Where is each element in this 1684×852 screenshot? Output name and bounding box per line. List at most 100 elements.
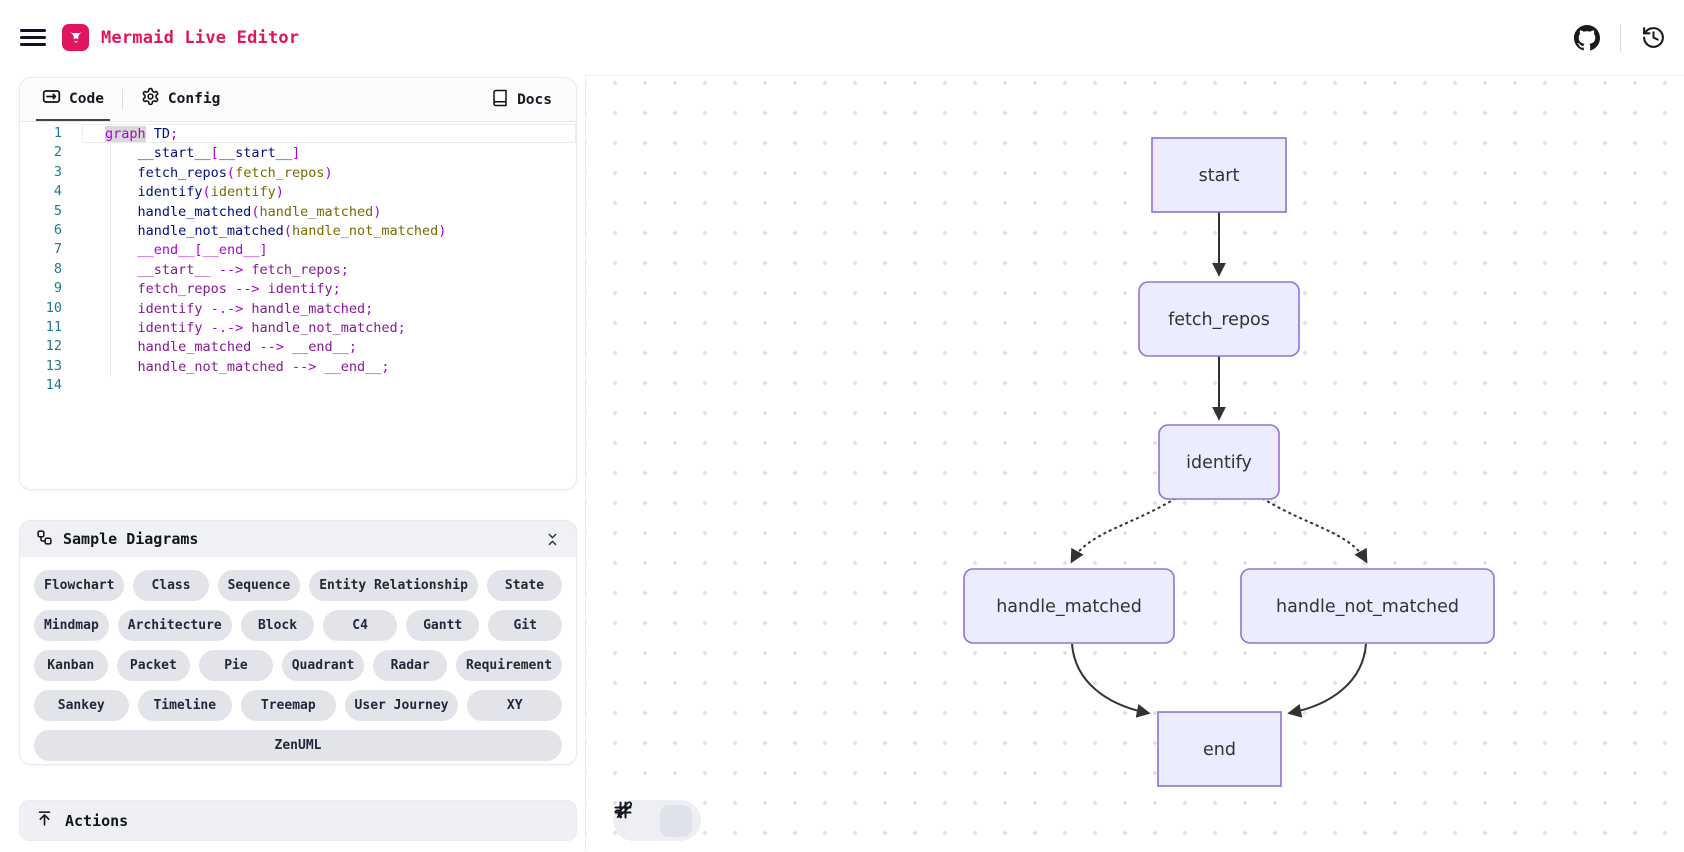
- line-number: 11: [45, 318, 62, 335]
- tab-config[interactable]: Config: [135, 78, 226, 121]
- tab-code[interactable]: Code: [36, 78, 110, 121]
- menu-icon[interactable]: [18, 25, 48, 51]
- sample-class[interactable]: Class: [133, 570, 209, 601]
- line-number: 6: [53, 221, 62, 238]
- docs-button[interactable]: Docs: [485, 78, 558, 121]
- sample-radar[interactable]: Radar: [373, 650, 447, 681]
- code-line[interactable]: 2 __start__[__start__]: [20, 143, 576, 162]
- code-panel: Code Config: [19, 77, 577, 490]
- code-line[interactable]: 14: [20, 376, 576, 395]
- line-number: 2: [53, 144, 62, 161]
- actions-bar[interactable]: Actions: [19, 800, 577, 841]
- history-icon[interactable]: [1637, 21, 1670, 54]
- sample-treemap[interactable]: Treemap: [241, 690, 336, 721]
- sample-diagrams-panel: Sample Diagrams Flowchart Class Sequence En…: [19, 520, 577, 765]
- line-number: 1: [53, 125, 62, 141]
- svg-text:identify: identify: [1186, 453, 1252, 473]
- svg-text:start: start: [1199, 166, 1240, 186]
- sample-xy[interactable]: XY: [467, 690, 562, 721]
- workflow-icon: [36, 529, 53, 550]
- sample-block[interactable]: Block: [240, 610, 315, 641]
- sample-diagrams-header: Sample Diagrams: [20, 521, 576, 557]
- line-number: 7: [53, 241, 62, 258]
- sample-architecture[interactable]: Architecture: [117, 610, 232, 641]
- gear-icon: [141, 87, 160, 110]
- sample-zenuml[interactable]: ZenUML: [34, 730, 562, 761]
- code-line[interactable]: 6 handle_not_matched(handle_not_matched): [20, 221, 576, 240]
- sample-kanban[interactable]: Kanban: [34, 650, 108, 681]
- tab-code-label: Code: [69, 90, 104, 107]
- mermaid-logo: [62, 24, 89, 51]
- diagram-pane: start fetch_repos identify handle_matched ha…: [585, 75, 1684, 851]
- editor-tabbar: Code Config: [20, 78, 576, 122]
- tab-config-label: Config: [167, 90, 221, 107]
- edge-handle_not_matched-to-end: [1287, 643, 1367, 718]
- sample-requirement[interactable]: Requirement: [455, 650, 563, 681]
- code-icon: [42, 87, 61, 110]
- sidebar: Code Config: [19, 77, 577, 851]
- diagram-node-handle_not_matched: handle_not_matched: [1240, 568, 1495, 644]
- sample-user-journey[interactable]: User Journey: [344, 690, 459, 721]
- svg-text:end: end: [1203, 740, 1236, 760]
- grid-icon[interactable]: [614, 801, 692, 837]
- code-line[interactable]: 8 __start__ --> fetch_repos;: [20, 260, 576, 279]
- edge-identify-to-handle_matched: [1070, 497, 1177, 564]
- diagram-node-fetch_repos: fetch_repos: [1138, 281, 1300, 357]
- code-line[interactable]: 7 __end__[__end__]: [20, 240, 576, 259]
- tab-separator: [121, 89, 123, 110]
- line-number: 4: [53, 183, 62, 200]
- sample-flowchart[interactable]: Flowchart: [34, 570, 125, 601]
- line-number: 3: [53, 163, 62, 180]
- code-line[interactable]: 12 handle_matched --> __end__;: [20, 337, 576, 356]
- code-line[interactable]: 10 identify -.-> handle_matched;: [20, 299, 576, 318]
- sample-diagrams-title: Sample Diagrams: [63, 530, 199, 548]
- diagram-node-handle_matched: handle_matched: [963, 568, 1175, 644]
- line-number: 5: [53, 202, 62, 219]
- diagram-node-start: start: [1151, 137, 1287, 213]
- mermaid-diagram: start fetch_repos identify handle_matched ha…: [963, 137, 1495, 787]
- edge-handle_matched-to-end: [1071, 643, 1151, 718]
- sample-sankey[interactable]: Sankey: [34, 690, 129, 721]
- sample-timeline[interactable]: Timeline: [137, 690, 233, 721]
- sample-mindmap[interactable]: Mindmap: [34, 610, 109, 641]
- code-line[interactable]: 9 fetch_repos --> identify;: [20, 279, 576, 298]
- app-title: Mermaid Live Editor: [101, 27, 300, 48]
- line-number: 8: [53, 260, 62, 277]
- header-divider: [1620, 23, 1621, 52]
- line-number: 12: [45, 338, 62, 355]
- line-number: 10: [45, 299, 62, 316]
- sample-diagrams-body: Flowchart Class Sequence Entity Relationshi…: [20, 557, 576, 764]
- code-line[interactable]: 5 handle_matched(handle_matched): [20, 202, 576, 221]
- diagram-node-end: end: [1157, 711, 1282, 787]
- sample-git[interactable]: Git: [488, 610, 563, 641]
- indent-guide: [110, 144, 111, 377]
- book-icon: [491, 89, 509, 111]
- code-line[interactable]: 4 identify(identify): [20, 182, 576, 201]
- line-number: 9: [53, 280, 62, 297]
- app-header: Mermaid Live Editor: [0, 0, 1684, 75]
- line-number: 13: [45, 357, 62, 374]
- diagram-node-identify: identify: [1158, 424, 1280, 500]
- sample-entity-relationship[interactable]: Entity Relationship: [309, 570, 478, 601]
- sample-pie[interactable]: Pie: [199, 650, 273, 681]
- code-line[interactable]: 13 handle_not_matched --> __end__;: [20, 357, 576, 376]
- svg-text:fetch_repos: fetch_repos: [1168, 310, 1270, 330]
- edge-identify-to-handle_not_matched: [1261, 497, 1368, 564]
- code-line[interactable]: 3 fetch_repos(fetch_repos): [20, 163, 576, 182]
- collapse-icon[interactable]: [543, 530, 562, 549]
- actions-label: Actions: [65, 811, 129, 830]
- sample-sequence[interactable]: Sequence: [217, 570, 301, 601]
- canvas-toolbar: [613, 800, 701, 841]
- code-line[interactable]: 11 identify -.-> handle_not_matched;: [20, 318, 576, 337]
- svg-text:handle_not_matched: handle_not_matched: [1276, 597, 1459, 617]
- sample-quadrant[interactable]: Quadrant: [281, 650, 365, 681]
- github-icon[interactable]: [1570, 21, 1604, 55]
- sample-c4[interactable]: C4: [323, 610, 397, 641]
- sample-packet[interactable]: Packet: [116, 650, 191, 681]
- docs-label: Docs: [517, 91, 552, 108]
- svg-text:handle_matched: handle_matched: [996, 597, 1142, 617]
- sample-state[interactable]: State: [486, 570, 563, 601]
- sample-gantt[interactable]: Gantt: [405, 610, 480, 641]
